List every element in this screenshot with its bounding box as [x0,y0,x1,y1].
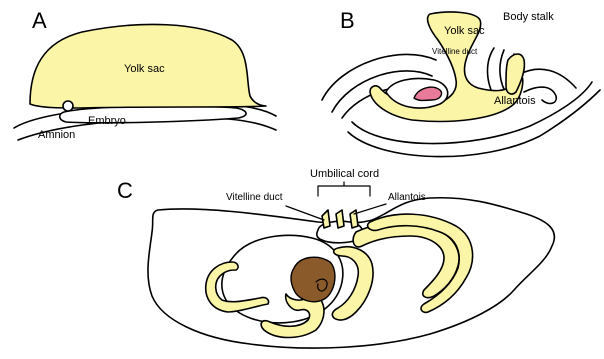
panel-c-vitelline-stalk [322,210,330,228]
panel-b-label-yolk-sac: Yolk sac [444,25,485,37]
panel-c-label-allantois: Allantois [388,192,426,203]
panel-b-label-vitelline-duct: Vitelline duct [432,47,478,56]
panel-c-label-vitelline-duct: Vitelline duct [226,192,283,203]
panel-a-letter: A [32,8,47,33]
panel-b-letter: B [340,8,355,33]
panel-b-right-membrane [520,69,576,88]
panel-a-label-embryo: Embryo [88,115,126,127]
panel-c-label-umbilical-cord: Umbilical cord [310,168,379,180]
panel-b-label-allantois: Allantois [494,95,536,107]
panel-b: B Yolk sac Body stalk Vitelline duct All… [322,8,600,157]
panel-c: C Umbilical cord Vitelline duct Allantoi… [117,168,554,348]
panel-b-label-body-stalk: Body stalk [503,11,554,23]
panel-a: A Yolk sac Embryo Amnion [14,8,276,141]
panel-a-amnion-cavity [63,101,73,111]
panel-a-label-amnion: Amnion [38,129,75,141]
panel-c-allantois-stalk-1 [336,210,344,228]
panel-c-letter: C [117,178,133,203]
panel-c-allantois-leader [354,204,386,214]
panel-a-label-yolk-sac: Yolk sac [124,63,165,75]
panel-c-umbilical-bracket [318,186,370,196]
panel-c-liver [291,257,335,302]
